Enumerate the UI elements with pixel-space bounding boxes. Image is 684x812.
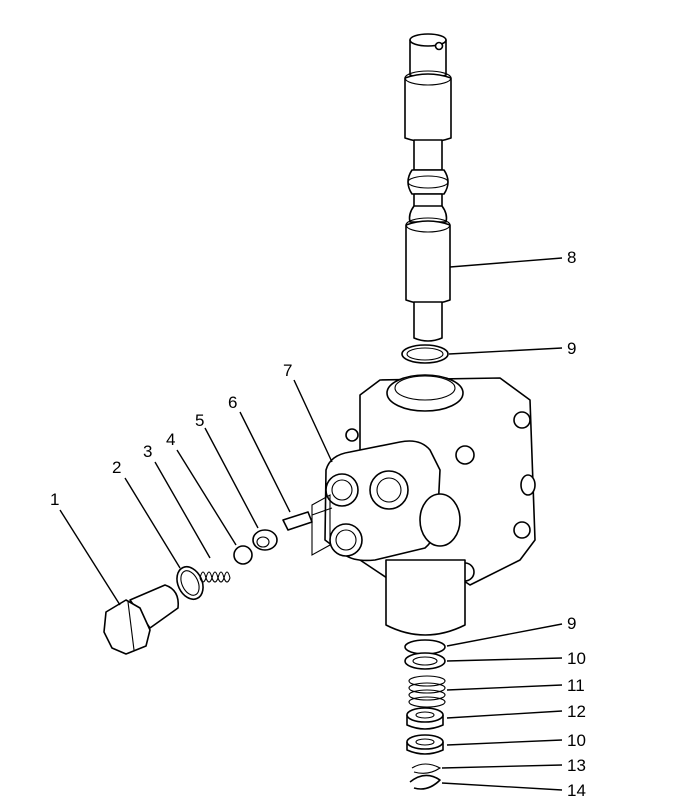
callout-2: 2 <box>112 458 121 477</box>
spool-part-8 <box>404 33 452 342</box>
callout-3: 3 <box>143 442 152 461</box>
washer-part-10-upper <box>404 652 446 670</box>
callout-9-lower: 9 <box>567 614 576 633</box>
callout-6: 6 <box>228 393 237 412</box>
callout-4: 4 <box>166 430 175 449</box>
washer-part-10-lower <box>406 734 444 755</box>
o-ring-part-2 <box>176 565 204 601</box>
leader-lines <box>59 257 563 791</box>
valve-body-part-7 <box>311 374 536 636</box>
o-ring-part-9-upper <box>401 344 449 364</box>
spring-part-11 <box>408 675 446 708</box>
callout-14: 14 <box>567 781 586 800</box>
callout-5: 5 <box>195 411 204 430</box>
callout-8: 8 <box>567 248 576 267</box>
callout-12: 12 <box>567 702 586 721</box>
o-ring-part-9-lower <box>404 639 446 655</box>
spacer-part-12 <box>406 707 444 730</box>
callout-11: 11 <box>567 676 585 695</box>
callout-13: 13 <box>567 756 586 775</box>
retaining-ring-part-14 <box>409 774 441 790</box>
spring-part-3 <box>199 571 231 583</box>
callout-9-upper: 9 <box>567 339 576 358</box>
snap-ring-part-13 <box>411 763 442 774</box>
callout-1: 1 <box>50 490 59 509</box>
poppet-part-5 <box>252 529 278 551</box>
callout-10-upper: 10 <box>567 649 586 668</box>
callout-10-lower: 10 <box>567 731 586 750</box>
pin-part-6 <box>282 507 333 531</box>
ball-part-4 <box>233 545 253 565</box>
plug-part-1 <box>103 584 180 655</box>
callout-7: 7 <box>283 361 292 380</box>
